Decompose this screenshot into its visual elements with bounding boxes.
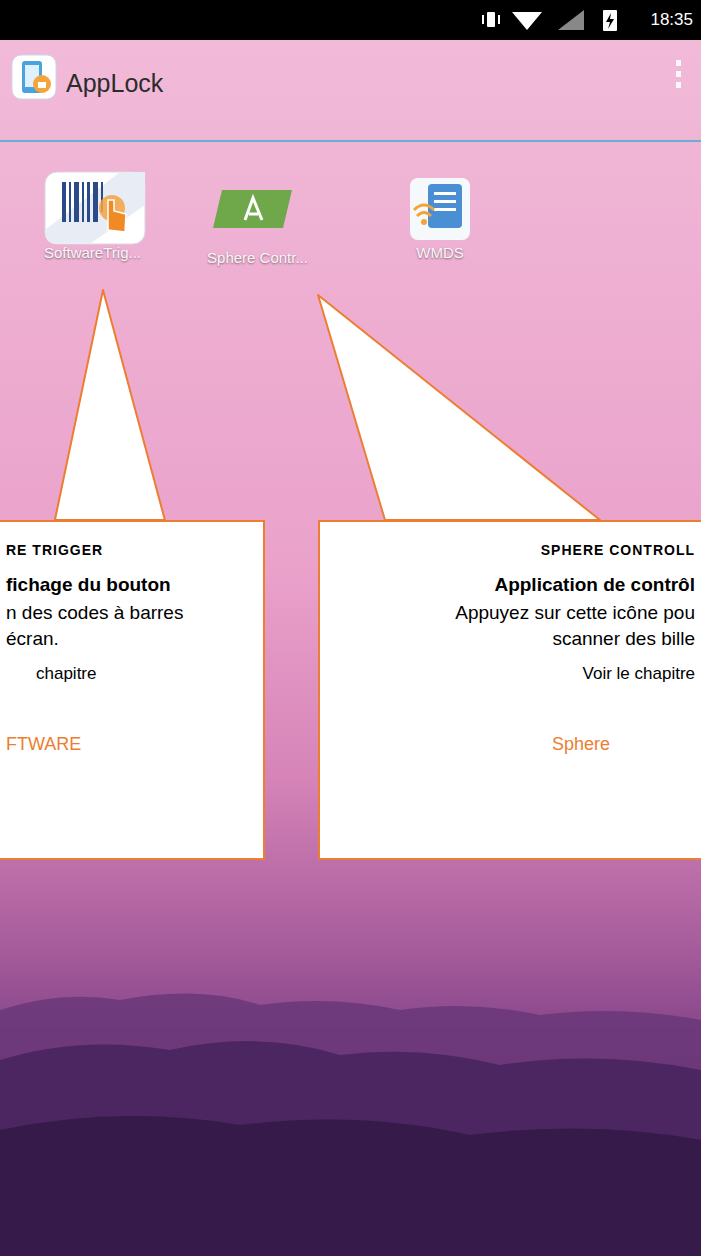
leaf-tile bbox=[213, 190, 292, 228]
icon-tile bbox=[45, 172, 145, 244]
battery-icon bbox=[603, 10, 617, 31]
leaf-mark bbox=[245, 198, 262, 220]
callout-note: chapitre bbox=[36, 664, 96, 684]
finger bbox=[108, 200, 126, 232]
status-icons bbox=[482, 10, 617, 31]
signal-icon bbox=[558, 10, 584, 30]
app-launcher-icon: WMDS bbox=[385, 165, 495, 290]
callout-body: fichage du bouton bbox=[6, 574, 171, 597]
software-trigger-icon bbox=[45, 172, 145, 244]
icon-shadow bbox=[45, 172, 145, 244]
wifi-waves bbox=[414, 205, 434, 216]
callout-body: scanner des bille bbox=[552, 628, 695, 651]
app-bar-divider bbox=[0, 140, 701, 142]
overflow-menu bbox=[676, 60, 681, 88]
callout-link: FTWARE bbox=[6, 734, 81, 756]
far-mountains bbox=[0, 994, 701, 1256]
callout-pointer bbox=[318, 295, 600, 520]
status-bar bbox=[0, 0, 701, 40]
callout-box: SPHERE CONTROLL Application de contrôlApp… bbox=[318, 520, 701, 860]
wmds-icon bbox=[410, 178, 470, 240]
app-label: SoftwareTrig... bbox=[30, 244, 155, 262]
callout-body: n des codes à barres bbox=[6, 602, 183, 625]
callout-body: Application de contrôl bbox=[494, 574, 695, 597]
callout-heading: RE TRIGGER bbox=[6, 542, 103, 559]
callout-body: écran. bbox=[6, 628, 59, 651]
status-clock: 18:35 bbox=[650, 10, 693, 30]
callout-link: Sphere bbox=[552, 734, 610, 756]
app-bar: AppLock bbox=[0, 40, 701, 140]
vibrate-icon bbox=[482, 15, 484, 24]
app-bar-icon bbox=[12, 55, 56, 99]
near-mountains bbox=[0, 1116, 701, 1256]
charge-bolt bbox=[606, 13, 614, 29]
icon-tile bbox=[410, 178, 470, 240]
vibrate-icon bbox=[498, 15, 500, 24]
lock-badge bbox=[33, 75, 51, 93]
callout-pointer bbox=[55, 290, 165, 520]
sphere-controller-icon bbox=[213, 190, 292, 228]
app-label: WMDS bbox=[385, 244, 495, 262]
callout-note: Voir le chapitre bbox=[583, 664, 695, 684]
doc-sheet bbox=[428, 184, 462, 228]
app-launcher-icon: SoftwareTrig... bbox=[30, 165, 155, 290]
app-title: AppLock bbox=[66, 68, 163, 98]
callout-heading: SPHERE CONTROLL bbox=[541, 542, 695, 559]
callout-box: RE TRIGGER fichage du bouton n des codes à… bbox=[0, 520, 265, 860]
wifi-icon bbox=[512, 12, 542, 30]
vibrate-icon bbox=[487, 12, 495, 27]
mid-mountains bbox=[0, 1041, 701, 1256]
app-label: Sphere Contr... bbox=[195, 249, 320, 267]
lock-body bbox=[38, 82, 46, 88]
callout-body: Appuyez sur cette icône pou bbox=[455, 602, 695, 625]
app-launcher-icon: Sphere Contr... bbox=[195, 165, 320, 295]
app-icon-frame bbox=[12, 55, 56, 99]
